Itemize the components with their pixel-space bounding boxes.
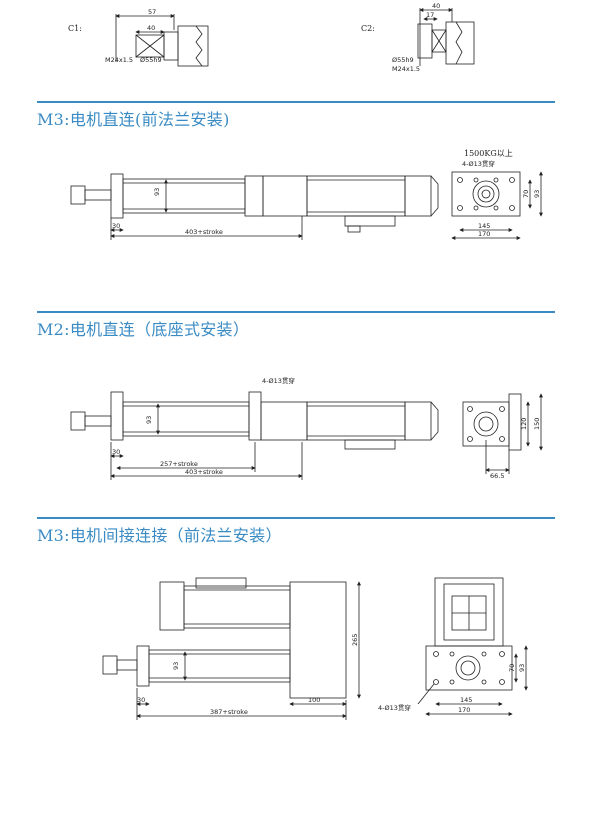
c1-dim-57: 57 <box>148 8 156 16</box>
m2-rear-foot <box>248 391 262 441</box>
m3d-holes: 4-Ø13贯穿 <box>462 159 495 168</box>
m2-front-foot <box>110 391 124 441</box>
section-title-m3-direct: M3:电机直连(前法兰安装) <box>37 110 230 129</box>
m2d-dim-93: 93 <box>145 416 153 424</box>
m3-direct-flange-view: 1500KG以上 4-Ø13贯穿 70 93 145 170 <box>451 149 543 240</box>
m3d-dim-93b: 93 <box>533 190 541 198</box>
motor-body <box>306 175 406 217</box>
m3i-dim-93: 93 <box>172 662 180 670</box>
m3-indirect-side-view: 265 93 30 100 387+stroke <box>102 577 361 720</box>
m3i-dim-100: 100 <box>308 696 320 704</box>
m2-actuator-tube <box>122 401 250 437</box>
m3i-dim-70: 70 <box>508 664 516 672</box>
section-title-m3-indirect: M3:电机间接连接（前法兰安装） <box>37 526 282 545</box>
front-flange <box>110 173 124 219</box>
c2-thread: M24x1.5 <box>392 65 420 73</box>
c2-label: C2: <box>361 24 375 33</box>
m2d-dim-150: 150 <box>533 418 541 430</box>
section-rule-2 <box>37 311 555 313</box>
m3i-dim-170: 170 <box>458 706 470 714</box>
c2-shaft: Ø55h9 <box>392 56 414 64</box>
m3i-dim-145: 145 <box>460 696 472 704</box>
rod-end <box>70 185 86 205</box>
m2d-dim-120: 120 <box>520 418 528 430</box>
c1-shaft: Ø55h9 <box>140 56 162 64</box>
m3d-dim-70: 70 <box>522 190 530 198</box>
section-rule-1 <box>37 101 555 103</box>
c1-thread: M24x1.5 <box>105 56 133 64</box>
section-title-m2-direct: M2:电机直连（底座式安装） <box>37 320 250 339</box>
m2d-dim-665: 66.5 <box>490 472 504 480</box>
m3i-holes: 4-Ø13贯穿 <box>378 703 411 712</box>
c2-dim-17: 17 <box>426 11 434 19</box>
m3i-dim-30: 30 <box>137 696 145 704</box>
m2-direct-end-view: 120 150 66.5 <box>462 393 543 480</box>
m3d-note: 1500KG以上 <box>464 149 513 158</box>
m3i-dim-93b: 93 <box>518 664 526 672</box>
section-rule-3 <box>37 517 555 519</box>
m2d-dim-403: 403+stroke <box>185 468 223 476</box>
indirect-motor-body <box>183 585 291 629</box>
flange-plate <box>451 171 521 217</box>
c1-shaft-detail: C1: 57 40 M24x1.5 Ø55h9 <box>68 8 209 67</box>
m3i-dim-387: 387+stroke <box>210 708 248 716</box>
m3-indirect-flange-view: 70 93 145 170 4-Ø13贯穿 <box>378 577 528 716</box>
m3i-actuator-tube <box>148 649 291 683</box>
m3i-dim-265: 265 <box>351 634 359 646</box>
c1-dim-40: 40 <box>147 24 155 32</box>
m3i-front-flange <box>136 645 150 687</box>
m2-rod-end <box>70 411 86 431</box>
m3d-dim-145: 145 <box>478 222 490 230</box>
m2d-dim-257: 257+stroke <box>160 460 198 468</box>
coupling-housing <box>262 175 308 217</box>
c1-label: C1: <box>68 24 82 33</box>
c2-dim-40: 40 <box>432 2 440 10</box>
m3d-dim-stroke: 403+stroke <box>185 228 223 236</box>
belt-housing <box>289 581 347 699</box>
actuator-tube <box>122 178 246 214</box>
m3d-dim-93: 93 <box>153 188 161 196</box>
m3-direct-side-view: 93 30 403+stroke <box>70 173 439 240</box>
m2d-holes: 4-Ø13贯穿 <box>262 376 295 385</box>
m3d-dim-30: 30 <box>112 222 120 230</box>
motor-endcap <box>159 581 185 631</box>
c2-shaft-detail: C2: 40 17 Ø55h9 M24x1.5 <box>361 2 475 73</box>
m2-motor-body <box>306 401 406 441</box>
m2-direct-side-view: 4-Ø13贯穿 93 30 257+stroke 403+stroke <box>70 376 439 480</box>
m3i-rod-end <box>102 655 118 675</box>
lower-flange-plate <box>425 645 513 691</box>
m3d-dim-170: 170 <box>478 230 490 238</box>
m2-end-plate <box>462 401 510 447</box>
m2d-dim-30: 30 <box>112 448 120 456</box>
